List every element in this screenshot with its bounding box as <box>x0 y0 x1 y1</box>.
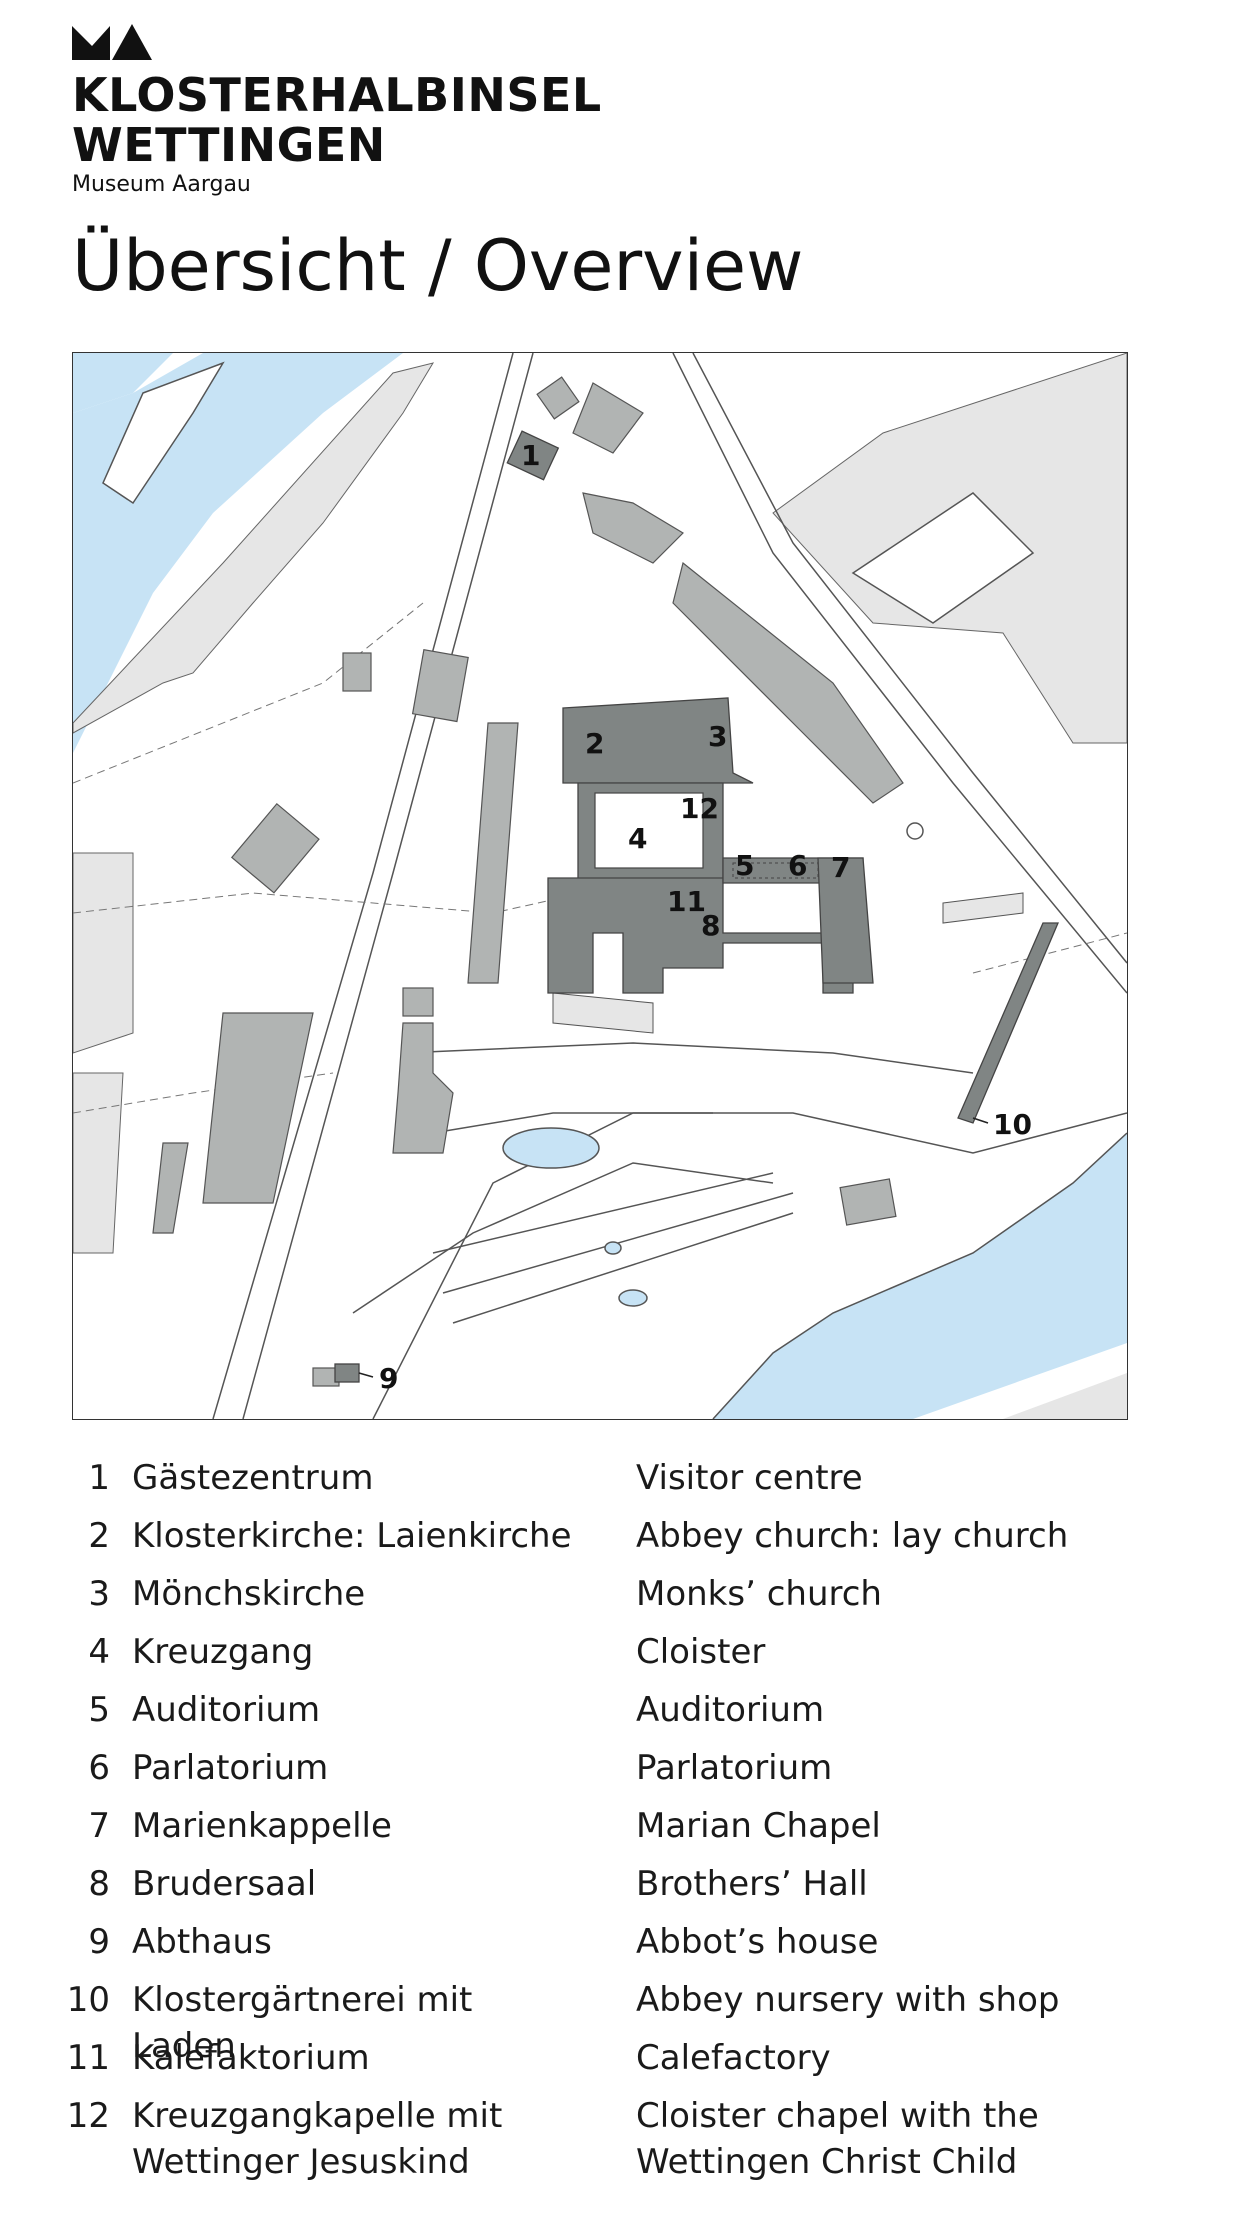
site-map: 1 2 3 4 5 6 7 8 9 10 11 12 <box>72 352 1128 1420</box>
map-label-2: 2 <box>585 727 604 760</box>
legend-number: 2 <box>88 1516 110 1556</box>
map-label-12: 12 <box>680 792 719 825</box>
river-upper <box>73 353 173 413</box>
map-label-10: 10 <box>993 1108 1032 1141</box>
legend-label-de: Marienkappelle <box>132 1806 392 1846</box>
legend-label-en: Parlatorium <box>636 1748 833 1788</box>
legend-number: 4 <box>88 1632 110 1672</box>
map-label-8: 8 <box>701 909 720 942</box>
legend-number: 5 <box>88 1690 110 1730</box>
river-sandbar <box>102 361 225 505</box>
legend-label-en: Cloister <box>636 1632 766 1672</box>
brand-name: KLOSTERHALBINSEL WETTINGEN <box>72 70 602 170</box>
page-title: Übersicht / Overview <box>72 225 804 307</box>
legend-label-de: Klostergärtnerei mit Laden <box>132 1980 473 2066</box>
map-label-1: 1 <box>521 439 540 472</box>
legend-label-en: Cloister chapel with the Wettingen Chris… <box>636 2093 1156 2185</box>
legend-label-de: Klosterkirche: Laienkirche <box>132 1516 572 1556</box>
legend-label-en: Abbot’s house <box>636 1922 879 1962</box>
legend-label-en: Abbey nursery with shop <box>636 1980 1060 2020</box>
legend-number: 1 <box>88 1458 110 1498</box>
legend-number: 7 <box>88 1806 110 1846</box>
legend-number: 12 <box>66 2096 110 2136</box>
legend-label-de: Mönchskirche <box>132 1574 366 1614</box>
legend-label-en: Brothers’ Hall <box>636 1864 868 1904</box>
legend-label-en: Auditorium <box>636 1690 825 1730</box>
map-label-9: 9 <box>379 1362 398 1395</box>
legend-label-de: Kreuzgangkapelle mit Wettinger Jesuskind <box>132 2093 582 2185</box>
legend-label-de: Gästezentrum <box>132 1458 374 1498</box>
legend-number: 8 <box>88 1864 110 1904</box>
fountain <box>618 1289 648 1307</box>
legend-label-en-line1: Cloister chapel with the <box>636 2096 1039 2136</box>
legend-label-de: Abthaus <box>132 1922 272 1962</box>
legend-label-en: Calefactory <box>636 2038 831 2078</box>
brand-subtitle: Museum Aargau <box>72 172 251 197</box>
legend-number: 11 <box>66 2038 110 2078</box>
map-label-3: 3 <box>708 720 727 753</box>
legend-label-en: Marian Chapel <box>636 1806 881 1846</box>
legend-label-de: Auditorium <box>132 1690 321 1730</box>
map-label-5: 5 <box>735 849 754 882</box>
legend-label-de-line2: Wettinger Jesuskind <box>132 2142 470 2182</box>
legend-label-de-line1: Kreuzgangkapelle mit <box>132 2096 503 2136</box>
map-label-6: 6 <box>788 849 807 882</box>
pond <box>502 1127 600 1169</box>
ma-mountains-icon <box>72 22 152 62</box>
legend-number: 6 <box>88 1748 110 1788</box>
legend-label-en-line2: Wettingen Christ Child <box>636 2142 1018 2182</box>
legend-label-en: Monks’ church <box>636 1574 882 1614</box>
map-label-4: 4 <box>628 822 647 855</box>
legend-number: 10 <box>66 1980 110 2020</box>
cloister-courtyard <box>594 792 704 869</box>
legend-label-de: Parlatorium <box>132 1748 329 1788</box>
legend-number: 9 <box>88 1922 110 1962</box>
legend-label-de: Kalefaktorium <box>132 2038 370 2078</box>
legend-label-de: Brudersaal <box>132 1864 317 1904</box>
legend-label-de: Kreuzgang <box>132 1632 314 1672</box>
brand-line-2: WETTINGEN <box>72 118 386 172</box>
map-label-11: 11 <box>667 885 706 918</box>
map-label-7: 7 <box>831 851 850 884</box>
legend-label-en: Abbey church: lay church <box>636 1516 1069 1556</box>
legend-number: 3 <box>88 1574 110 1614</box>
legend-label-en: Visitor centre <box>636 1458 863 1498</box>
brand-line-1: KLOSTERHALBINSEL <box>72 68 602 122</box>
